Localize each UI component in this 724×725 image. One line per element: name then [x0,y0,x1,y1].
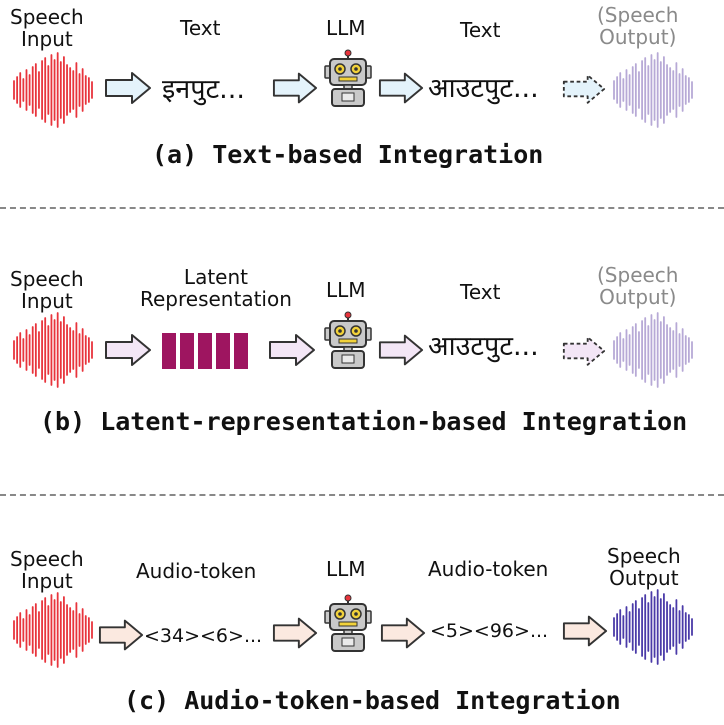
arrow-icon [378,72,424,104]
robot-icon [324,594,372,652]
divider [0,494,724,496]
waveform-icon [13,592,93,668]
panel-c-token-label-2: Audio-token [428,557,549,581]
panel-c-input-tokens: <34><6>... [144,625,263,647]
panel-a-output-text: आउटपुट... [428,73,539,104]
arrow-icon [562,336,606,366]
panel-a-input-text: इनपुट... [162,74,245,105]
arrow-icon [562,615,608,647]
waveform-icon [613,52,693,128]
panel-b-llm-label: LLM [326,278,366,302]
waveform-icon [613,589,693,665]
arrow-icon [98,619,144,651]
arrow-icon [378,334,424,366]
robot-icon [324,311,372,369]
arrow-icon [272,72,318,104]
arrow-icon [105,334,151,366]
panel-a-text-label-2: Text [460,18,501,42]
divider [0,207,724,209]
panel-b-text-label: Text [460,280,501,304]
waveform-icon [13,52,93,128]
arrow-icon [380,617,426,649]
panel-c-caption: (c) Audio-token-based Integration [124,686,621,715]
latent-blocks-icon [162,333,248,369]
panel-a-text-label-1: Text [180,16,221,40]
arrow-icon [105,72,151,104]
panel-b-caption: (b) Latent-representation-based Integrat… [40,407,688,436]
waveform-icon [613,312,693,388]
robot-icon [324,49,372,107]
arrow-icon [562,74,606,104]
panel-b-output-text: आउटपुट... [428,331,539,362]
arrow-icon [272,617,318,649]
panel-a-llm-label: LLM [326,16,366,40]
panel-c-llm-label: LLM [326,557,366,581]
panel-c-token-label-1: Audio-token [136,559,257,583]
panel-c-output-tokens: <5><96>... [430,620,549,642]
panel-a-caption: (a) Text-based Integration [152,140,544,169]
waveform-icon [13,312,93,388]
arrow-icon [269,334,315,366]
